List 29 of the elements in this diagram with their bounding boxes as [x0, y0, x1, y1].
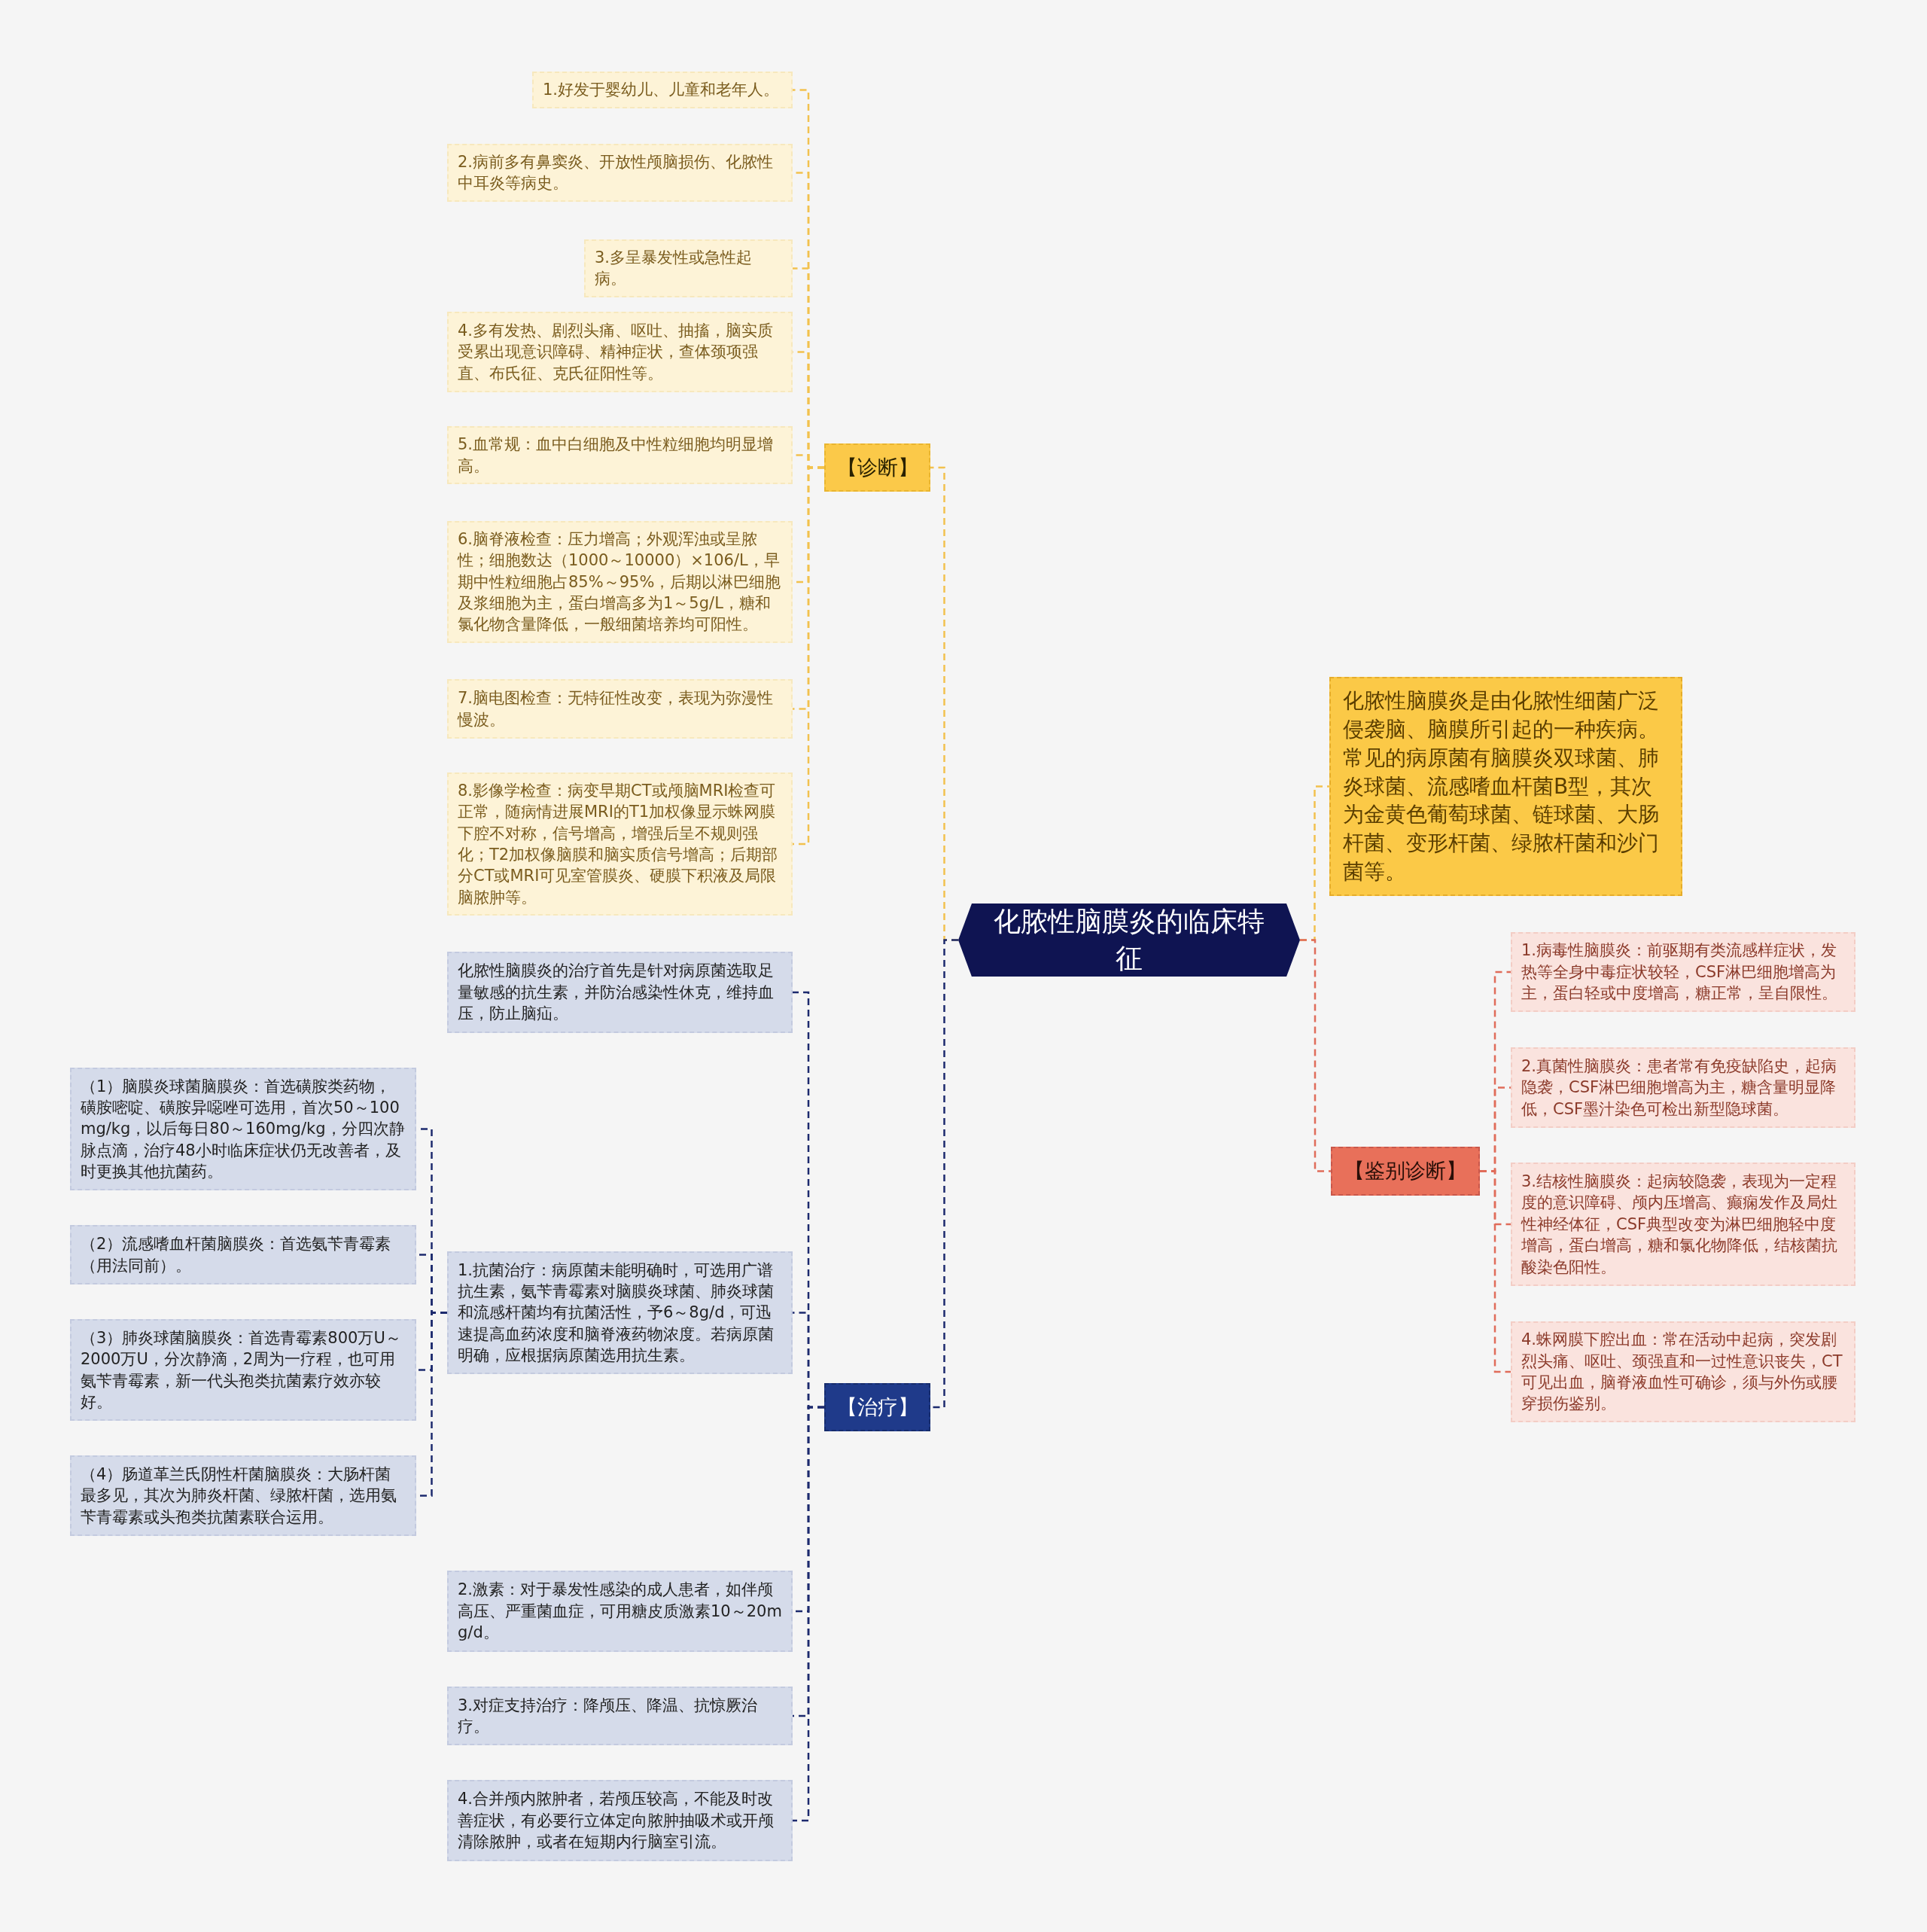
topic-card: 3.结核性脑膜炎：起病较隐袭，表现为一定程度的意识障碍、颅内压增高、癫痫发作及局灶性神经体征，CSF典型改变为淋巴细胞轻中度增高，蛋白增高，糖和氯化物降低，结核菌抗酸染色阳性。: [1511, 1163, 1855, 1286]
connector-line: [793, 1406, 824, 1822]
branch-topic: 【鉴别诊断】: [1331, 1147, 1480, 1196]
topic-card: 6.脑脊液检查：压力增高；外观浑浊或呈脓性；细胞数达（1000～10000）×106/L，早期中性粒细胞占85%～95%，后期以淋巴细胞及浆细胞为主，蛋白增高多为1～5g/L，糖和氯化物含量降低，一般细菌培养均可阳性。: [447, 521, 793, 643]
branch-topic: 【诊断】: [824, 443, 930, 492]
topic-card: 7.脑电图检查：无特征性改变，表现为弥漫性慢波。: [447, 679, 793, 739]
topic-card: 4.蛛网膜下腔出血：常在活动中起病，突发剧烈头痛、呕吐、颈强直和一过性意识丧失，CT可见出血，脑脊液血性可确诊，须与外伤或腰穿损伤鉴别。: [1511, 1321, 1855, 1422]
topic-card: 1.病毒性脑膜炎：前驱期有类流感样症状，发热等全身中毒症状较轻，CSF淋巴细胞增高为主，蛋白轻或中度增高，糖正常，呈自限性。: [1511, 932, 1855, 1012]
topic-card: 5.血常规：血中白细胞及中性粒细胞均明显增高。: [447, 426, 793, 484]
connector-line: [1480, 1170, 1511, 1373]
branch-topic: 【治疗】: [824, 1383, 930, 1431]
topic-card: 1.好发于婴幼儿、儿童和老年人。: [532, 72, 793, 108]
topic-card: 4.合并颅内脓肿者，若颅压较高，不能及时改善症状，有必要行立体定向脓肿抽吸术或开颅清除脓肿，或者在短期内行脑室引流。: [447, 1780, 793, 1861]
central-topic: 化脓性脑膜炎的临床特征: [958, 904, 1300, 977]
topic-card: 2.病前多有鼻窦炎、开放性颅脑损伤、化脓性中耳炎等病史。: [447, 144, 793, 202]
topic-card: 化脓性脑膜炎的治疗首先是针对病原菌选取足量敏感的抗生素，并防治感染性休克，维持血压，防止脑疝。: [447, 952, 793, 1033]
topic-card: （3）肺炎球菌脑膜炎：首选青霉素800万U～2000万U，分次静滴，2周为一疗程，也可用氨苄青霉素，新一代头孢类抗菌素疗效亦较好。: [70, 1319, 416, 1421]
topic-card: 1.抗菌治疗：病原菌未能明确时，可选用广谱抗生素，氨苄青霉素对脑膜炎球菌、肺炎球菌和流感杆菌均有抗菌活性，予6～8g/d，可迅速提高血药浓度和脑脊液药物浓度。若病原菌明确，应根据病原菌选用抗生素。: [447, 1251, 793, 1374]
topic-card: 2.激素：对于暴发性感染的成人患者，如伴颅高压、严重菌血症，可用糖皮质激素10～20mg/d。: [447, 1571, 793, 1652]
topic-card: 2.真菌性脑膜炎：患者常有免疫缺陷史，起病隐袭，CSF淋巴细胞增高为主，糖含量明显降低，CSF墨汁染色可检出新型隐球菌。: [1511, 1047, 1855, 1128]
topic-card: 8.影像学检查：病变早期CT或颅脑MRI检查可正常，随病情进展MRI的T1加权像显示蛛网膜下腔不对称，信号增高，增强后呈不规则强化；T2加权像脑膜和脑实质信号增高；后期部分CT或MRI可见室管膜炎、硬膜下积液及局限脑脓肿等。: [447, 772, 793, 916]
connector-line: [1300, 939, 1331, 1172]
summary-card: 化脓性脑膜炎是由化脓性细菌广泛侵袭脑、脑膜所引起的一种疾病。常见的病原菌有脑膜炎双球菌、肺炎球菌、流感嗜血杆菌B型，其次为金黄色葡萄球菌、链球菌、大肠杆菌、变形杆菌、绿脓杆菌和沙门菌等。: [1329, 677, 1682, 896]
topic-card: （1）脑膜炎球菌脑膜炎：首选磺胺类药物，磺胺嘧啶、磺胺异噁唑可选用，首次50～100mg/kg，以后每日80～160mg/kg，分四次静脉点滴，治疗48小时临床症状仍无改善者，及时更换其他抗菌药。: [70, 1068, 416, 1190]
topic-card: （4）肠道革兰氏阴性杆菌脑膜炎：大肠杆菌最多见，其次为肺炎杆菌、绿脓杆菌，选用氨苄青霉素或头孢类抗菌素联合运用。: [70, 1455, 416, 1536]
topic-card: 3.对症支持治疗：降颅压、降温、抗惊厥治疗。: [447, 1687, 793, 1745]
topic-card: 3.多呈暴发性或急性起病。: [584, 239, 793, 297]
topic-card: （2）流感嗜血杆菌脑膜炎：首选氨苄青霉素（用法同前）。: [70, 1225, 416, 1284]
topic-card: 4.多有发热、剧烈头痛、呕吐、抽搐，脑实质受累出现意识障碍、精神症状，查体颈项强直、布氏征、克氏征阳性等。: [447, 312, 793, 392]
